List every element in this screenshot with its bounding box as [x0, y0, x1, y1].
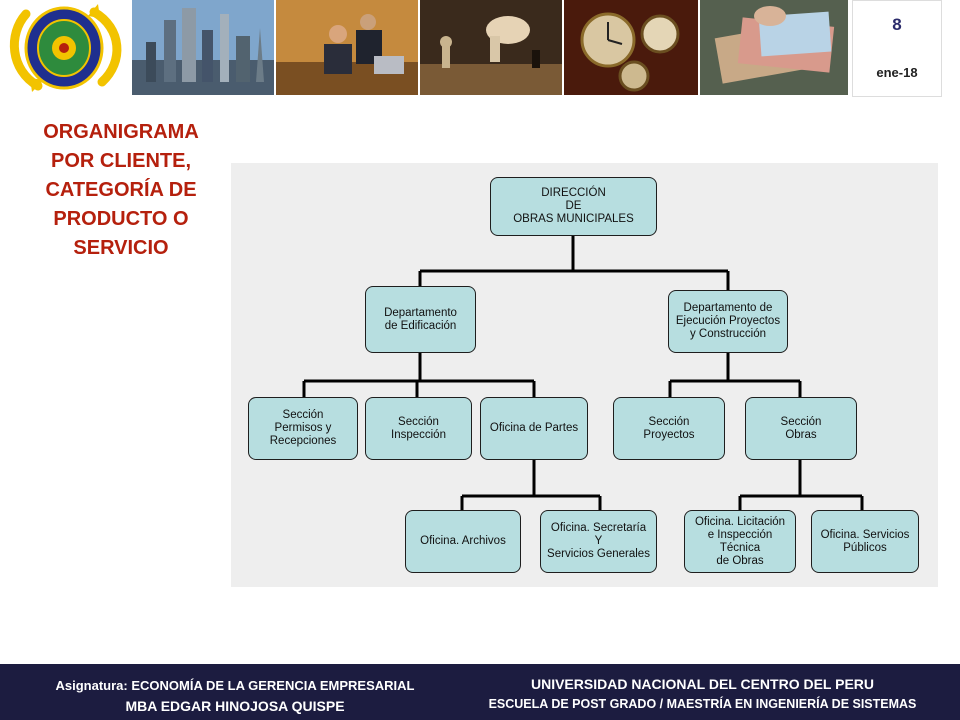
node-label: Sección — [780, 415, 822, 428]
title-line: PRODUCTO O — [53, 208, 189, 230]
node-label: Inspección — [391, 428, 446, 441]
node-label: Sección — [648, 415, 690, 428]
node-label: Oficina. Archivos — [420, 535, 506, 547]
footer-university: UNIVERSIDAD NACIONAL DEL CENTRO DEL PERU — [530, 676, 875, 692]
node-label: Y — [594, 535, 603, 547]
footer-school: ESCUELA DE POST GRADO / MAESTRÍA EN INGE… — [488, 697, 917, 711]
node-label: y Construcción — [689, 328, 767, 340]
node-label: OBRAS MUNICIPALES — [513, 213, 634, 225]
node-label: Ejecución Proyectos — [675, 315, 781, 327]
footer-bar: Asignatura: ECONOMÍA DE LA GERENCIA EMPR… — [0, 664, 960, 720]
node-label: Recepciones — [269, 435, 337, 447]
node-label: Oficina de Partes — [489, 422, 579, 434]
node-label: e Inspección — [707, 528, 773, 541]
node-label: Oficina. Secretaría — [550, 522, 647, 534]
university-logo — [9, 4, 122, 92]
org-chart-connectors — [302, 234, 864, 511]
chess-hand-photo — [420, 0, 562, 95]
footer-teacher: MBA EDGAR HINOJOSA QUISPE — [125, 698, 345, 714]
node-oficina-partes: Oficina de Partes — [480, 397, 588, 460]
node-label: DE — [565, 200, 582, 212]
node-label: DIRECCIÓN — [541, 187, 606, 199]
node-label: Técnica — [719, 541, 761, 554]
node-label: Sección — [282, 409, 324, 421]
euro-banknotes-photo — [700, 0, 848, 95]
node-label: Permisos y — [274, 422, 332, 434]
node-label: Oficina. Servicios — [820, 528, 910, 541]
subject-name: ECONOMÍA DE LA GERENCIA EMPRESARIAL — [131, 678, 415, 693]
footer-subject: Asignatura: ECONOMÍA DE LA GERENCIA EMPR… — [0, 678, 470, 693]
node-label: Proyectos — [643, 428, 695, 441]
slide-info-box: 8 ene-18 — [852, 0, 942, 97]
header-banner: 8 ene-18 — [0, 0, 960, 97]
title-line: ORGANIGRAMA — [43, 121, 199, 143]
node-label: de Edificación — [384, 319, 457, 332]
node-label: Departamento de — [683, 302, 773, 314]
node-label: Sección — [398, 415, 439, 428]
node-label: Departamento — [384, 306, 457, 319]
node-label: de Obras — [716, 554, 764, 567]
node-label: Oficina. Licitación — [694, 515, 786, 528]
node-label: Servicios Generales — [547, 548, 650, 560]
slide-title: ORGANIGRAMA POR CLIENTE, CATEGORÍA DE PR… — [14, 118, 228, 263]
node-oficina-archivos: Oficina. Archivos — [405, 510, 521, 573]
title-line: CATEGORÍA DE — [45, 179, 197, 201]
slide-date: ene-18 — [876, 65, 918, 80]
subject-label: Asignatura: — [55, 678, 132, 693]
slide-number: 8 — [892, 15, 902, 34]
business-meeting-photo — [276, 0, 418, 95]
clocks-photo — [564, 0, 698, 95]
title-line: POR CLIENTE, — [50, 150, 191, 172]
node-label: Públicos — [843, 541, 887, 554]
node-label: Obras — [785, 428, 817, 441]
city-skyline-photo — [132, 0, 274, 95]
title-line: SERVICIO — [73, 237, 169, 259]
